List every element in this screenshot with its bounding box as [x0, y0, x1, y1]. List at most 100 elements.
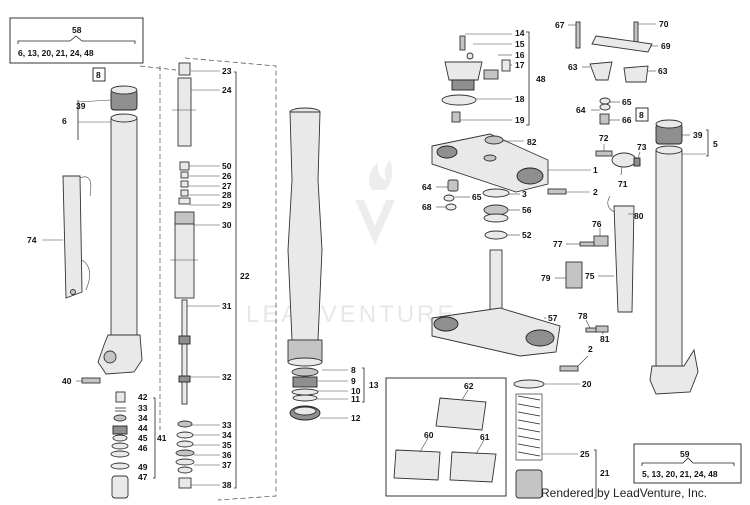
callout-9: 9: [351, 376, 356, 386]
callout-70: 70: [659, 19, 669, 29]
fork-cap-assembly: [441, 35, 511, 123]
callout-24: 24: [222, 85, 232, 95]
callout-3: 3: [522, 189, 527, 199]
callout-23: 23: [222, 66, 232, 76]
callout-28: 28: [222, 190, 232, 200]
callout-2: 2: [593, 187, 598, 197]
callout-79: 79: [541, 273, 551, 283]
callout-65: 65: [622, 97, 632, 107]
inset-box-tube-guards: [385, 377, 507, 497]
callout-75: 75: [585, 271, 595, 281]
callout-56: 56: [522, 205, 532, 215]
callout-33: 33: [222, 420, 232, 430]
callout-38: 38: [222, 480, 232, 490]
callout-32: 32: [222, 372, 232, 382]
callout-12: 12: [351, 413, 361, 423]
callout-69: 69: [661, 41, 671, 51]
watermark: LEADVENTURE: [246, 160, 456, 328]
callout-81: 81: [600, 334, 610, 344]
watermark-text: LEADVENTURE: [246, 301, 456, 328]
boxed-label-8-left: 8: [92, 67, 106, 82]
kit-box-59: 59 5, 13, 20, 21, 24, 48: [633, 443, 742, 484]
callout-71: 71: [618, 179, 628, 189]
callout-1: 1: [593, 165, 598, 175]
callout-39: 39: [693, 130, 703, 140]
callout-5: 5: [713, 139, 718, 149]
render-credit: Rendered by LeadVenture, Inc.: [541, 486, 708, 500]
right-fork-leg: [649, 119, 699, 395]
callout-68: 68: [422, 202, 432, 212]
handlebar-clamp-parts: [575, 21, 653, 125]
callout-66: 66: [622, 115, 632, 125]
callout-14: 14: [515, 28, 525, 38]
fork-guard-74: [62, 175, 92, 299]
callout-35: 35: [222, 440, 232, 450]
callout-47: 47: [138, 472, 148, 482]
outer-fork-tube: [287, 107, 323, 421]
fork-spring: [515, 393, 543, 461]
callout-17: 17: [515, 60, 525, 70]
callout-6: 6: [62, 116, 67, 126]
fork-guard-right: [565, 195, 635, 333]
callout-61: 61: [480, 432, 490, 442]
callout-15: 15: [515, 39, 525, 49]
callout-63: 63: [658, 66, 668, 76]
callout-42: 42: [138, 392, 148, 402]
callout-33: 33: [138, 403, 148, 413]
callout-29: 29: [222, 200, 232, 210]
callout-25: 25: [580, 449, 590, 459]
callout-82: 82: [527, 137, 537, 147]
callout-78: 78: [578, 311, 588, 321]
callout-46: 46: [138, 443, 148, 453]
callout-11: 11: [351, 394, 360, 404]
lower-triple-clamp: [431, 249, 561, 357]
callout-41: 41: [157, 433, 167, 443]
kit-number-58: 58: [72, 25, 82, 35]
kit-box-58: 58 6, 13, 20, 21, 24, 48: [9, 17, 144, 64]
callout-26: 26: [222, 171, 232, 181]
callout-18: 18: [515, 94, 525, 104]
callout-80: 80: [634, 211, 644, 221]
left-damper-small-parts: [110, 391, 130, 499]
callout-48: 48: [536, 74, 546, 84]
kit-contents-58: 6, 13, 20, 21, 24, 48: [18, 48, 94, 58]
callout-2: 2: [588, 344, 593, 354]
upper-triple-clamp: [431, 133, 549, 193]
left-fork-leg: [97, 85, 143, 375]
callout-74: 74: [27, 235, 37, 245]
callout-19: 19: [515, 115, 525, 125]
callout-65: 65: [472, 192, 482, 202]
callout-13: 13: [369, 380, 379, 390]
callout-40: 40: [62, 376, 72, 386]
kit-number-59: 59: [680, 449, 690, 459]
callout-60: 60: [424, 430, 434, 440]
callout-36: 36: [222, 450, 232, 460]
callout-67: 67: [555, 20, 565, 30]
kit-contents-59: 5, 13, 20, 21, 24, 48: [642, 469, 718, 479]
callout-22: 22: [240, 271, 250, 281]
svg-text:8: 8: [96, 70, 101, 80]
callout-72: 72: [599, 133, 609, 143]
callout-49: 49: [138, 462, 148, 472]
callout-64: 64: [422, 182, 432, 192]
callout-62: 62: [464, 381, 474, 391]
callout-8: 8: [351, 365, 356, 375]
callout-39: 39: [76, 101, 86, 111]
callout-21: 21: [600, 468, 610, 478]
callout-57: 57: [548, 313, 558, 323]
callout-34: 34: [138, 413, 148, 423]
callout-76: 76: [592, 219, 602, 229]
callout-77: 77: [553, 239, 563, 249]
callout-30: 30: [222, 220, 232, 230]
callout-73: 73: [637, 142, 647, 152]
callout-10: 10: [351, 386, 361, 396]
callout-34: 34: [222, 430, 232, 440]
svg-text:8: 8: [639, 110, 644, 120]
callout-52: 52: [522, 230, 532, 240]
callout-37: 37: [222, 460, 232, 470]
callout-27: 27: [222, 181, 232, 191]
callout-31: 31: [222, 301, 232, 311]
callout-64: 64: [576, 105, 586, 115]
callout-45: 45: [138, 433, 148, 443]
